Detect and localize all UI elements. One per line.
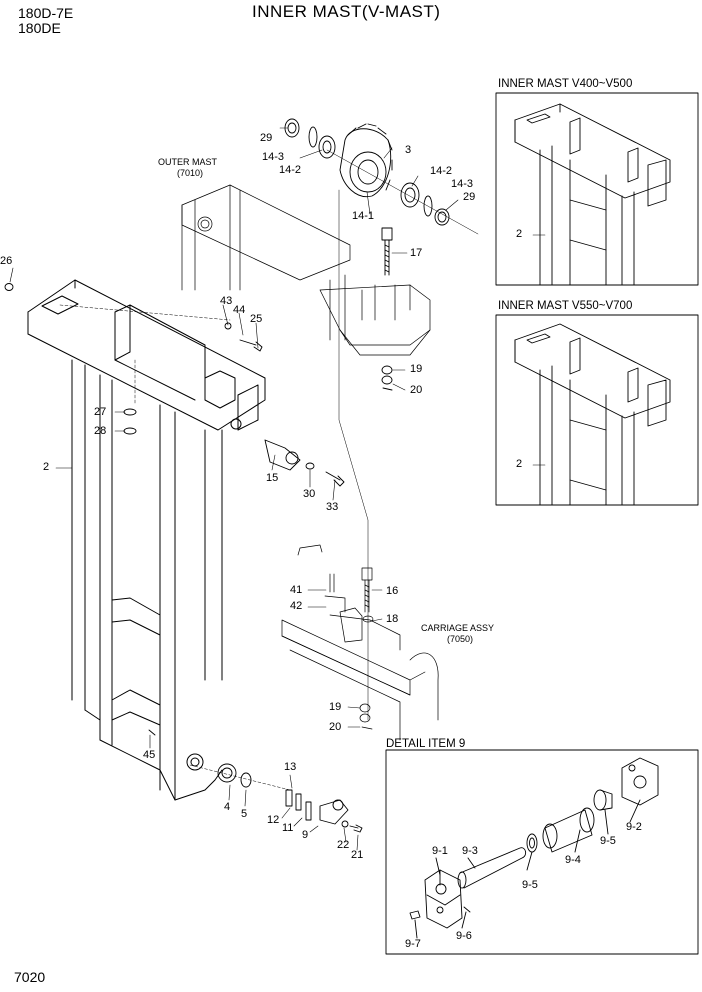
detail-callout-9-5: 9-5	[522, 879, 538, 891]
callout-14-3: 14-3	[262, 151, 285, 163]
outer-mast-ref: (7010)	[177, 168, 204, 178]
callout-20: 20	[329, 721, 342, 733]
assembly-lines	[59, 304, 291, 791]
callout-9: 9	[302, 829, 309, 841]
inset-title-v400-v500: INNER MAST V400~V500	[498, 78, 633, 90]
callout-4: 4	[224, 801, 231, 813]
callout-20: 20	[410, 384, 423, 396]
callout-14-1: 14-1	[352, 210, 375, 222]
outer-mast-label: OUTER MAST	[158, 157, 218, 167]
anchor-bolt-17-drawing	[381, 227, 393, 276]
callout-25: 25	[250, 313, 263, 325]
callout-14-3: 14-3	[451, 178, 474, 190]
callout-3: 3	[405, 144, 412, 156]
callout-22: 22	[337, 839, 350, 851]
page-title: INNER MAST(V-MAST)	[252, 2, 441, 21]
callout-41: 41	[290, 584, 303, 596]
callout-26: 26	[0, 255, 13, 267]
inset-part-label-v400: 2	[516, 228, 523, 240]
inset-part-label-v550: 2	[516, 458, 523, 470]
callout-17: 17	[410, 247, 423, 259]
model-number-1: 180D-7E	[18, 5, 74, 21]
inner-mast-v400-drawing	[514, 103, 671, 286]
detail-item-9-drawing	[409, 757, 659, 939]
callout-30: 30	[303, 488, 316, 500]
callout-44: 44	[233, 304, 246, 316]
detail-callout-9-4: 9-4	[565, 854, 581, 866]
detail-callout-9-3: 9-3	[462, 845, 478, 857]
model-number-2: 180DE	[18, 20, 61, 36]
inner-mast-main-drawing	[27, 279, 266, 801]
detail-callout-9-1: 9-1	[432, 845, 448, 857]
carriage-assy-label: CARRIAGE ASSY	[421, 623, 495, 633]
callout-19: 19	[410, 363, 423, 375]
callout-21: 21	[351, 849, 364, 861]
leader-lines	[9, 127, 546, 851]
callout-19: 19	[329, 701, 342, 713]
callout-12: 12	[267, 814, 280, 826]
outer-mast-drawing	[181, 184, 431, 356]
callout-13: 13	[284, 761, 297, 773]
inset-box-detail-item-9	[385, 749, 699, 955]
callout-33: 33	[326, 501, 339, 513]
inset-box-v550-v700	[495, 314, 699, 506]
callout-29: 29	[260, 132, 273, 144]
callout-45: 45	[143, 749, 156, 761]
inset-title-detail-item-9: DETAIL ITEM 9	[386, 738, 466, 750]
callout-28: 28	[94, 425, 107, 437]
chain-centerline	[338, 189, 369, 721]
inset-title-v550-v700: INNER MAST V550~V700	[498, 300, 633, 312]
detail-callout-9-2: 9-2	[626, 821, 642, 833]
callout-15: 15	[266, 472, 279, 484]
callout-11: 11	[282, 822, 294, 834]
callout-43: 43	[220, 295, 233, 307]
callout-16: 16	[386, 585, 399, 597]
callout-42: 42	[290, 600, 303, 612]
inner-mast-v550-drawing	[514, 323, 671, 506]
callout-2: 2	[43, 461, 50, 473]
callout-14-2: 14-2	[279, 164, 302, 176]
callout-29: 29	[463, 191, 476, 203]
detail-callout-9-6: 9-6	[456, 930, 472, 942]
small-parts-drawing	[4, 283, 363, 833]
carriage-assy-drawing	[281, 544, 439, 741]
callout-27: 27	[94, 406, 107, 418]
callout-18: 18	[386, 613, 399, 625]
inset-box-v400-v500	[495, 92, 699, 286]
page-number: 7020	[14, 969, 46, 985]
carriage-assy-ref: (7050)	[447, 634, 474, 644]
nut-19-20-upper-drawing	[381, 365, 393, 391]
detail-callout-9-7: 9-7	[405, 938, 421, 950]
callout-5: 5	[241, 808, 248, 820]
callout-14-2: 14-2	[430, 165, 453, 177]
detail-callout-9-5: 9-5	[600, 835, 616, 847]
chain-sheave-drawing	[284, 118, 479, 235]
